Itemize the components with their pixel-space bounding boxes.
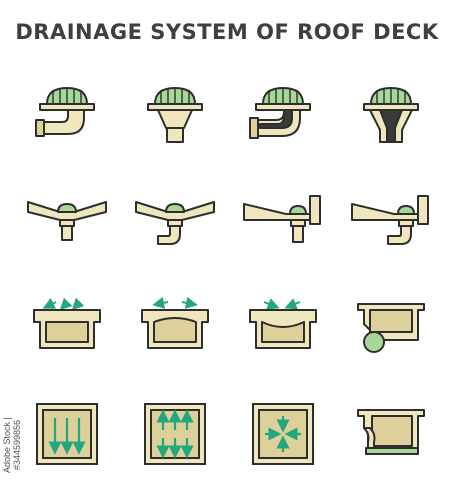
deck-drain-straight-icon bbox=[22, 190, 112, 260]
parapet-drain-elbow-icon bbox=[346, 190, 436, 260]
drain-funnel-outlet-icon bbox=[130, 80, 220, 150]
parapet-drain-straight-icon bbox=[238, 190, 328, 260]
drain-funnel-section-icon bbox=[346, 80, 436, 150]
gutter-flow-mixed-icon bbox=[238, 292, 328, 362]
gutter-flow-inward-icon bbox=[22, 292, 112, 362]
gutter-flow-outward-icon bbox=[130, 292, 220, 362]
plan-flow-center-icon bbox=[238, 398, 328, 468]
deck-drain-elbow-icon bbox=[130, 190, 220, 260]
plan-flow-both-icon bbox=[130, 398, 220, 468]
page-title: DRAINAGE SYSTEM OF ROOF DECK bbox=[15, 20, 439, 44]
gutter-section-icon bbox=[346, 398, 436, 468]
drain-side-outlet-section-icon bbox=[238, 80, 328, 150]
plan-flow-down-icon bbox=[22, 398, 112, 468]
gutter-round-pipe-icon bbox=[346, 292, 436, 362]
stock-id: Adobe Stock | #344599856 bbox=[2, 417, 22, 473]
drain-side-outlet-icon bbox=[22, 80, 112, 150]
